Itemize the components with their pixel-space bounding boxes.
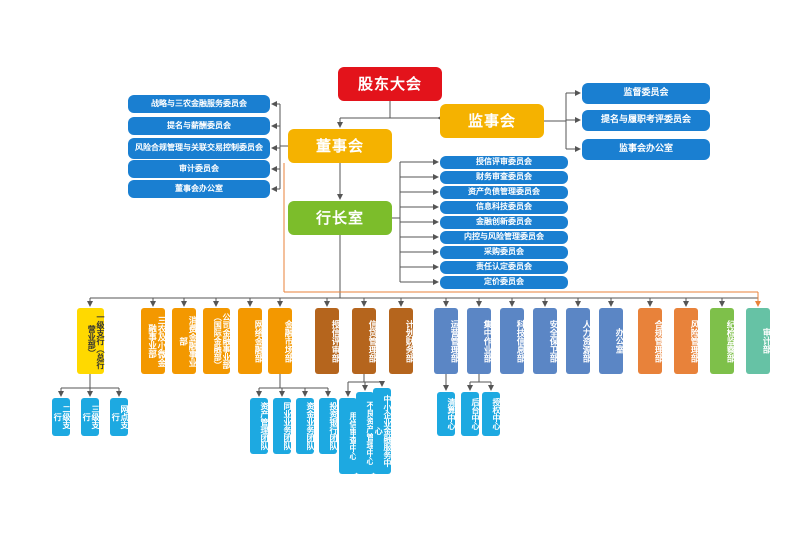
dept-audit: 审计部: [746, 308, 771, 374]
dept-office: 办公室: [599, 308, 624, 374]
president-committee-2: 财务审查委员会: [440, 171, 568, 184]
president-committee-8: 责任认定委员会: [440, 261, 568, 274]
dept-discipline: 纪检监察部: [710, 308, 735, 374]
branch-sub-1: 二级支行: [52, 398, 71, 436]
president-committee-5: 金融创新委员会: [440, 216, 568, 229]
supervisors-box: 监事会: [440, 104, 544, 138]
board-box: 董事会: [288, 129, 392, 163]
president-committee-9: 定价委员会: [440, 276, 568, 289]
board-committee-4: 审计委员会: [128, 160, 270, 178]
supervisor-committee-3: 监事会办公室: [582, 139, 710, 160]
dept-compliance: 合规管理部: [638, 308, 663, 374]
dept-hr: 人力资源部: [566, 308, 591, 374]
branch-sub-3: 网点支行: [110, 398, 129, 436]
dept-rural-micro: 三农及小微金融事业部: [141, 308, 166, 374]
credit-sub-1: 用信审查中心: [339, 398, 358, 474]
dept-security: 安全保卫部: [533, 308, 558, 374]
dept-corporate: 公司金融事业部（国际金融部）: [203, 308, 231, 374]
market-sub-2: 同业业务团队: [273, 398, 292, 454]
president-committee-3: 资产负债管理委员会: [440, 186, 568, 199]
president-committee-4: 信息科技委员会: [440, 201, 568, 214]
board-committee-1: 战略与三农金融服务委员会: [128, 95, 270, 113]
board-committee-2: 提名与薪酬委员会: [128, 117, 270, 135]
dept-branch: 一级支行（总行营业部）: [77, 308, 105, 374]
branch-sub-2: 三级支行: [81, 398, 100, 436]
supervisor-committee-1: 监督委员会: [582, 83, 710, 104]
dept-financial-market: 金融市场部: [268, 308, 293, 374]
dept-central-ops: 集中作业部: [467, 308, 492, 374]
dept-planning-finance: 计划财务部: [389, 308, 414, 374]
market-sub-3: 资金业务团队: [296, 398, 315, 454]
central-sub-1: 后台中心: [461, 392, 480, 436]
dept-operations: 运营管理部: [434, 308, 459, 374]
dept-risk: 风险管理部: [674, 308, 699, 374]
market-sub-4: 投资银行团队: [319, 398, 338, 454]
dept-credit-mgmt: 信贷管理部: [352, 308, 377, 374]
president-committee-6: 内控与风险管理委员会: [440, 231, 568, 244]
dept-tech-info: 科技信息部: [500, 308, 525, 374]
dept-network-finance: 网络金融部: [238, 308, 263, 374]
market-sub-1: 资产管理团队: [250, 398, 269, 454]
board-committee-5: 董事会办公室: [128, 180, 270, 198]
president-committee-7: 采购委员会: [440, 246, 568, 259]
ops-sub-1: 清算中心: [437, 392, 456, 436]
president-committee-1: 授信评审委员会: [440, 156, 568, 169]
president-office-box: 行长室: [288, 201, 392, 235]
credit-sub-3: 中小企业金融服务中心: [373, 388, 392, 474]
dept-consumer: 消费金融事业部: [172, 308, 197, 374]
central-sub-2: 授权中心: [482, 392, 501, 436]
shareholders-box: 股东大会: [338, 67, 442, 101]
dept-credit-review: 授信评审部: [315, 308, 340, 374]
supervisor-committee-2: 提名与履职考评委员会: [582, 110, 710, 131]
board-committee-3: 风险合规管理与关联交易控制委员会: [128, 138, 270, 159]
credit-sub-2: 不良资产管理中心: [356, 392, 375, 474]
